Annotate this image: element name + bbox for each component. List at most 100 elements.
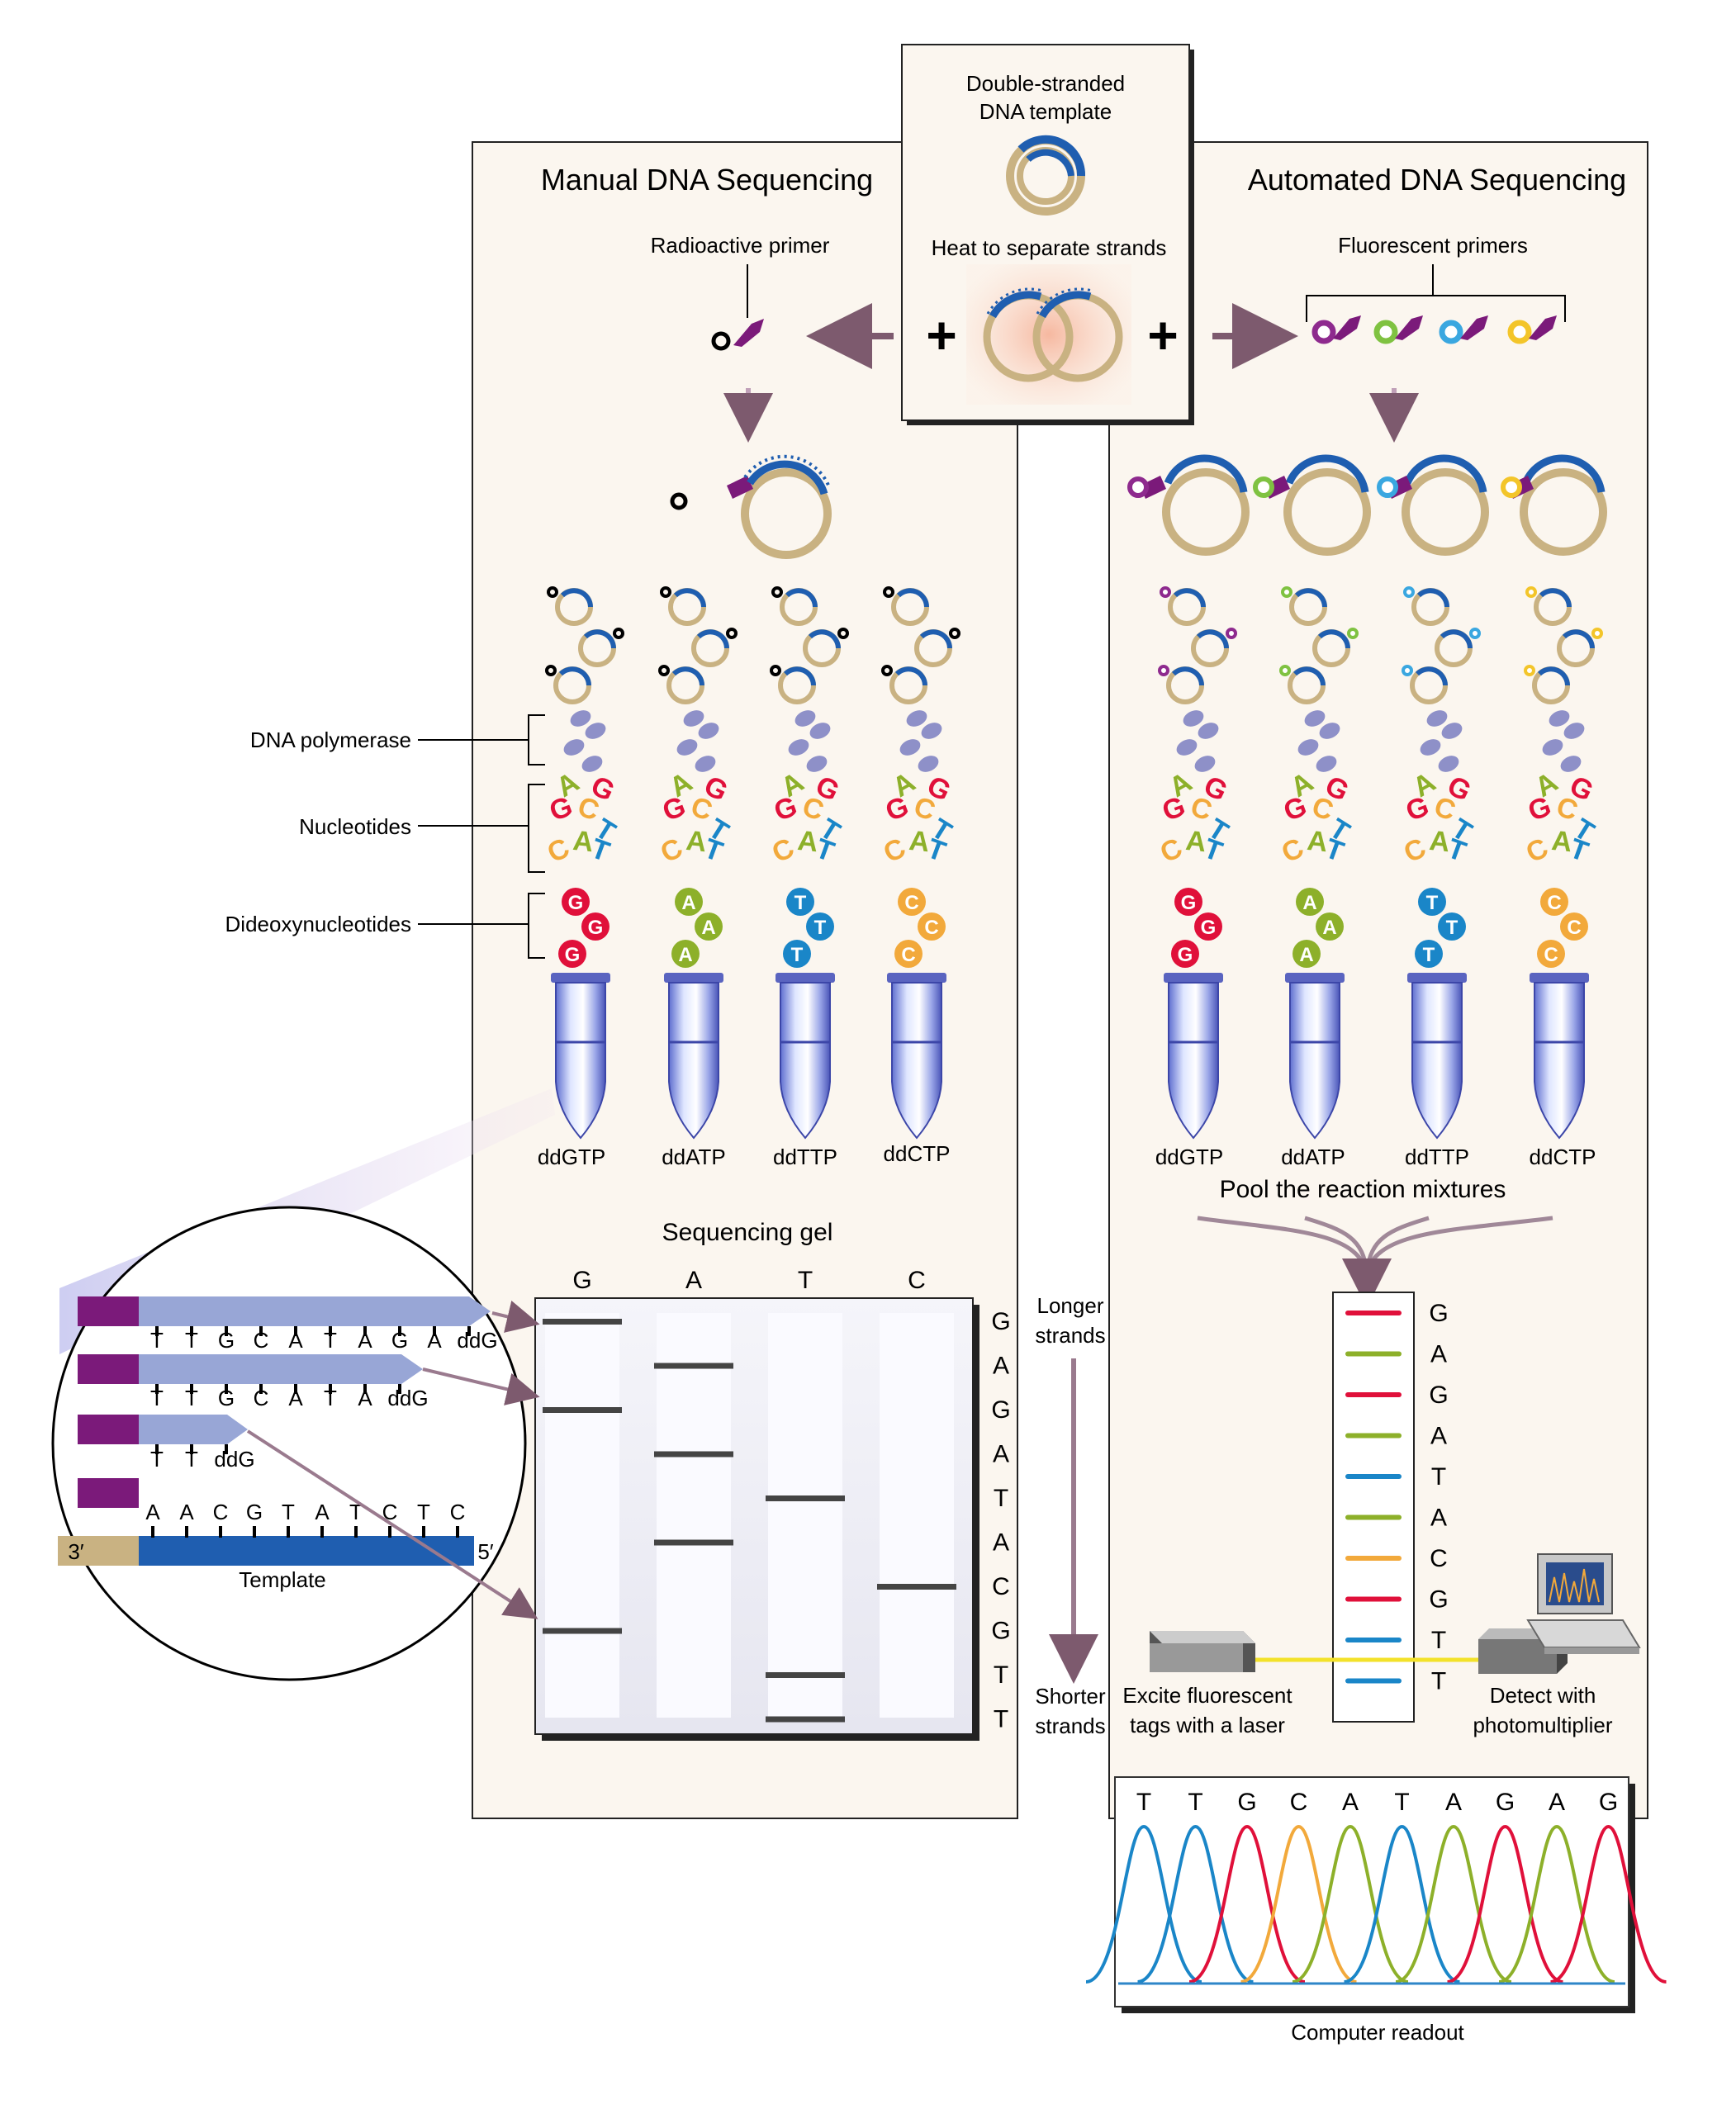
strand1-base-7: A <box>358 1328 372 1353</box>
template-title-1: Double-stranded <box>966 71 1125 96</box>
readout-peak-t <box>1344 1824 1460 1984</box>
auto-tube-label-3: ddTTP <box>1405 1145 1469 1169</box>
detection-letter-10: T <box>1431 1668 1446 1695</box>
gel-band-a <box>654 1363 733 1369</box>
polymerase-blob <box>809 723 831 739</box>
small-template <box>1281 586 1327 626</box>
small-template <box>547 586 593 626</box>
strand3-base-1: T <box>150 1447 164 1472</box>
readout-letter-1: T <box>1136 1789 1151 1816</box>
dideoxy-letter: G <box>565 944 581 966</box>
detection-letter-3: G <box>1429 1382 1448 1409</box>
longer-label-1: Longer <box>1037 1293 1104 1318</box>
plus-right: + <box>1147 306 1178 365</box>
strand1-base-2: T <box>185 1328 198 1353</box>
readout-peak-c <box>1240 1824 1357 1984</box>
template-arc <box>1293 666 1326 686</box>
primer-tag <box>658 665 670 676</box>
readout-letter-6: T <box>1394 1789 1409 1816</box>
reaction-tube <box>664 973 723 1140</box>
polymerase-blob <box>698 723 719 739</box>
small-template <box>1403 586 1449 626</box>
dideoxy-letter: A <box>678 944 692 966</box>
dideoxy-letter: A <box>701 917 715 939</box>
manual-annealed-template <box>670 454 832 559</box>
small-template <box>1279 665 1326 704</box>
polymerase-blob <box>585 723 606 739</box>
gel-band-c <box>877 1584 956 1590</box>
detection-bands <box>1345 1311 1402 1684</box>
dideoxy-ball <box>1194 912 1222 941</box>
shorter-label-1: Shorter <box>1035 1684 1106 1709</box>
tube-rim <box>776 973 835 983</box>
strand1-base-9: A <box>427 1328 442 1353</box>
polymerase-blob <box>1438 756 1459 772</box>
dideoxy-ball <box>1174 888 1202 916</box>
small-template <box>803 628 849 667</box>
small-template <box>1158 665 1204 704</box>
dideoxy-ball <box>1560 912 1588 941</box>
polymerase-blob <box>1176 739 1198 756</box>
polymerase-blob <box>695 756 716 772</box>
small-template <box>770 665 816 704</box>
template-arc <box>785 588 818 608</box>
template-base-4: G <box>246 1500 263 1524</box>
dna-polymerase-label: DNA polymerase <box>250 728 411 752</box>
polymerase-blob <box>794 710 816 727</box>
strand3-base-2: T <box>185 1447 198 1472</box>
small-template <box>545 665 591 704</box>
dideoxy-ball <box>1438 912 1466 941</box>
readout-letter-8: G <box>1496 1789 1515 1816</box>
strand1-base-5: A <box>288 1328 303 1353</box>
excite-label-2: tags with a laser <box>1130 1713 1285 1737</box>
dideoxy-letter: C <box>1544 944 1558 966</box>
dideoxy-letter: C <box>1547 892 1561 914</box>
small-template <box>1312 628 1359 667</box>
template-arc <box>1539 588 1572 608</box>
dideoxy-ball <box>1418 888 1446 916</box>
dideoxy-ball <box>894 940 923 968</box>
gel-lane-g: G <box>572 1267 591 1294</box>
primers-bracket <box>1306 264 1566 322</box>
primer-tag <box>660 586 671 598</box>
reaction-tube <box>776 973 835 1140</box>
manual-tube-label-1: ddGTP <box>538 1145 605 1169</box>
strand1-base-4: C <box>254 1328 269 1353</box>
radioactive-primer <box>711 319 764 351</box>
dideoxy-letter: A <box>1322 917 1336 939</box>
polymerase-blob <box>1297 739 1319 756</box>
gel-lane-c: C <box>908 1267 926 1294</box>
template-title-2: DNA template <box>979 99 1112 124</box>
fluorescent-primers <box>1311 315 1557 344</box>
primer-tag <box>1403 586 1415 598</box>
nucleotides-label: Nucleotides <box>299 814 411 839</box>
dideoxy-ball <box>1293 940 1321 968</box>
detection-letter-8: G <box>1429 1586 1448 1614</box>
gel-band-t <box>766 1672 845 1678</box>
laser-device <box>1150 1631 1255 1672</box>
dideoxy-ball <box>1316 912 1344 941</box>
gel-seq-letter-4: A <box>993 1441 1009 1468</box>
end-5-label: 5′ <box>477 1539 493 1564</box>
dideoxy-ball <box>695 912 723 941</box>
nucleotide-letter: A <box>1306 825 1329 858</box>
dideoxy-letter: C <box>1567 917 1581 939</box>
tube-rim <box>887 973 946 983</box>
polymerase-blob <box>1319 723 1340 739</box>
dideoxy-letter: C <box>904 892 918 914</box>
polymerase-blob <box>899 739 921 756</box>
polymerase-blob <box>788 739 809 756</box>
readout-peaks <box>1085 1824 1667 1985</box>
reaction-tube <box>1164 973 1223 1140</box>
dideoxy-ball <box>786 888 814 916</box>
template-arc <box>808 629 841 649</box>
template-base-10: C <box>450 1500 466 1524</box>
tube-rim <box>1285 973 1345 983</box>
reaction-tube <box>1530 973 1589 1140</box>
tube-body <box>1534 982 1585 1140</box>
primer-tag <box>883 586 894 598</box>
template-base-3: C <box>213 1500 229 1524</box>
dideoxy-ball <box>783 940 811 968</box>
